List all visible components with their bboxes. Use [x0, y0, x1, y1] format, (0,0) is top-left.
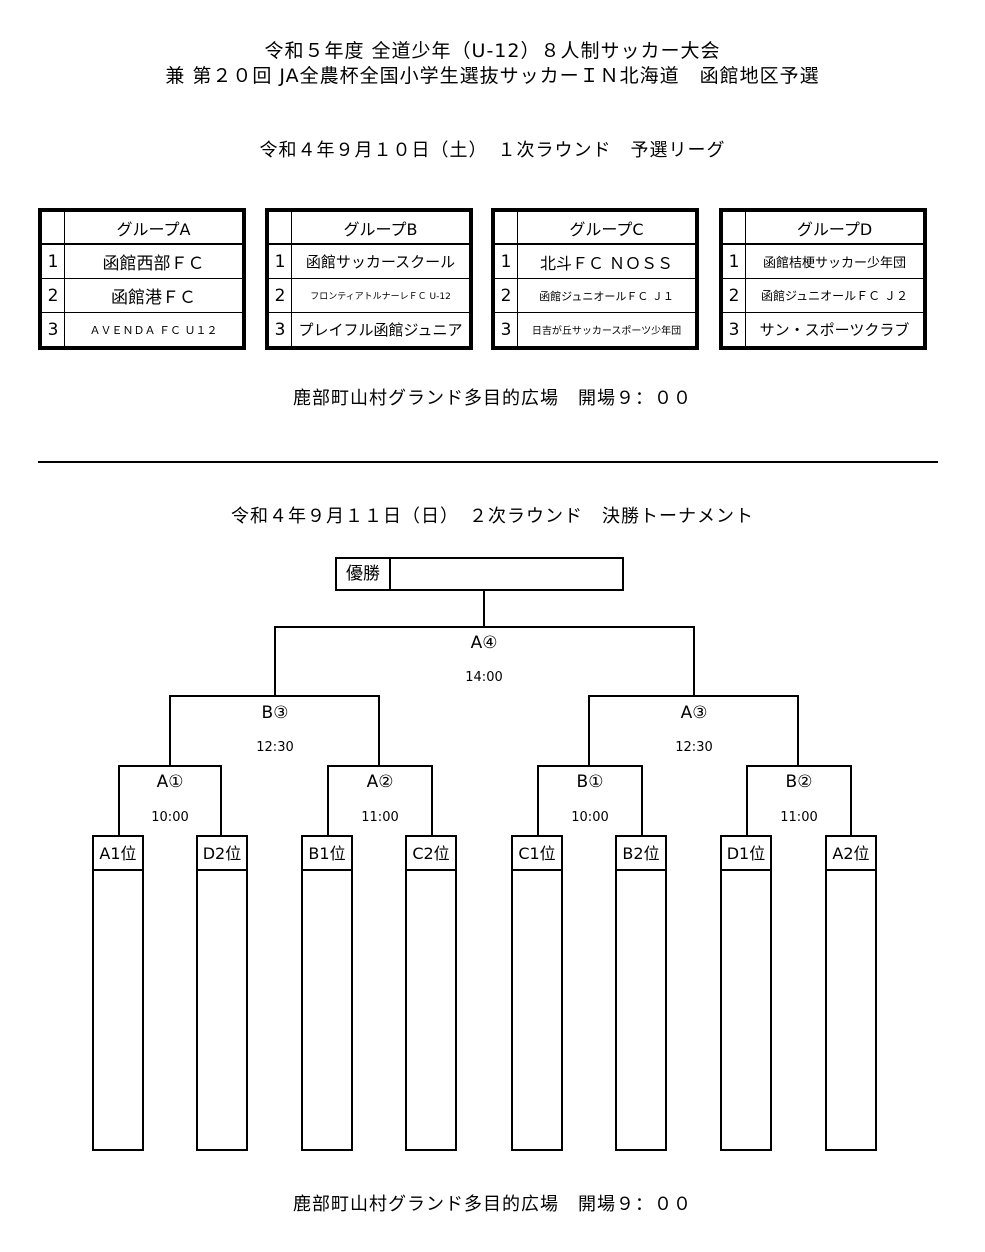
bracket-line	[537, 765, 643, 767]
round2-venue: 鹿部町山村グランド多目的広場 開場９：００	[293, 1194, 692, 1215]
bracket-line	[746, 765, 748, 837]
team-num: 2	[722, 278, 746, 313]
team-name: プレイフル函館ジュニア	[291, 312, 470, 347]
slot-label: B2位	[617, 837, 665, 871]
team-num: 1	[268, 243, 292, 279]
bracket-slot: A2位	[825, 835, 877, 1151]
bracket-line	[118, 765, 120, 837]
slot-label: D1位	[722, 837, 770, 871]
bracket-line	[220, 765, 222, 837]
group-a-name: グループA	[64, 211, 243, 245]
match-qf2-time: 11:00	[361, 810, 399, 825]
bracket-slot: D2位	[196, 835, 248, 1151]
team-name: フロンティアトルナーレＦＣ U-12	[291, 278, 470, 313]
bracket-line	[537, 765, 539, 837]
bracket-line	[746, 765, 852, 767]
slot-label: A1位	[94, 837, 142, 871]
bracket-line	[797, 695, 799, 766]
slot-label: B1位	[303, 837, 351, 871]
match-semi-left-label: B③	[261, 703, 289, 723]
bracket-line	[588, 695, 799, 697]
bracket-line	[169, 695, 380, 697]
round1-date: 令和４年９月１０日（土） １次ラウンド 予選リーグ	[259, 140, 726, 161]
match-semi-left-time: 12:30	[256, 740, 294, 755]
team-num: 1	[41, 243, 65, 279]
team-num: 2	[494, 278, 518, 313]
team-name: 函館港ＦＣ	[64, 278, 243, 313]
bracket-line	[588, 695, 590, 766]
slot-label: C1位	[513, 837, 561, 871]
match-qf2-label: A②	[366, 772, 394, 792]
bracket-line	[169, 695, 171, 766]
winner-label: 優勝	[337, 559, 391, 589]
winner-box: 優勝	[335, 557, 624, 591]
match-qf4-time: 11:00	[780, 810, 818, 825]
team-name: ＡＶＥＮＤＡ ＦＣ Ｕ１２	[64, 312, 243, 347]
match-qf4-label: B②	[785, 772, 813, 792]
bracket-slot: C1位	[511, 835, 563, 1151]
group-d-name: グループD	[745, 211, 924, 245]
title-line2: 兼 第２０回 JA全農杯全国小学生選抜サッカーＩＮ北海道 函館地区予選	[165, 65, 820, 87]
match-qf1-label: A①	[156, 772, 184, 792]
bracket-line	[693, 626, 695, 696]
round2-date: 令和４年９月１１日（日） ２次ラウンド 決勝トーナメント	[231, 506, 754, 527]
team-num: 1	[722, 243, 746, 279]
match-final-label: A④	[470, 633, 498, 653]
bracket-line	[850, 765, 852, 837]
match-final-time: 14:00	[465, 670, 503, 685]
team-name: サン・スポーツクラブ	[745, 312, 924, 347]
bracket-line	[431, 765, 433, 837]
slot-label: D2位	[198, 837, 246, 871]
bracket-slot: C2位	[405, 835, 457, 1151]
team-name: 函館ジュニオールＦＣ Ｊ２	[745, 278, 924, 313]
match-qf1-time: 10:00	[151, 810, 189, 825]
bracket-line	[274, 626, 276, 696]
slot-label: A2位	[827, 837, 875, 871]
match-qf3-label: B①	[576, 772, 604, 792]
bracket-line	[274, 626, 695, 628]
team-num: 2	[41, 278, 65, 313]
team-name: 北斗ＦＣ ＮＯＳＳ	[517, 243, 696, 279]
team-name: 函館サッカースクール	[291, 243, 470, 279]
bracket-slot: A1位	[92, 835, 144, 1151]
match-qf3-time: 10:00	[571, 810, 609, 825]
group-b-name: グループB	[291, 211, 470, 245]
slot-label: C2位	[407, 837, 455, 871]
team-num: 3	[494, 312, 518, 347]
bracket-line	[327, 765, 433, 767]
team-num: 1	[494, 243, 518, 279]
team-name: 函館桔梗サッカー少年団	[745, 243, 924, 279]
bracket-slot: B2位	[615, 835, 667, 1151]
bracket-line	[483, 591, 485, 627]
team-name: 函館西部ＦＣ	[64, 243, 243, 279]
bracket-line	[641, 765, 643, 837]
section-divider	[38, 461, 938, 463]
team-num: 3	[41, 312, 65, 347]
team-name: 日吉が丘サッカースポーツ少年団	[517, 312, 696, 347]
bracket-line	[327, 765, 329, 837]
bracket-slot: D1位	[720, 835, 772, 1151]
match-semi-right-label: A③	[680, 703, 708, 723]
team-num: 3	[268, 312, 292, 347]
title-line1: 令和５年度 全道少年（U-12）８人制サッカー大会	[264, 40, 721, 62]
team-num: 3	[722, 312, 746, 347]
bracket-line	[378, 695, 380, 766]
team-name: 函館ジュニオールＦＣ Ｊ１	[517, 278, 696, 313]
round1-venue: 鹿部町山村グランド多目的広場 開場９：００	[293, 388, 692, 409]
bracket-line	[118, 765, 222, 767]
match-semi-right-time: 12:30	[675, 740, 713, 755]
group-c-name: グループC	[517, 211, 696, 245]
bracket-slot: B1位	[301, 835, 353, 1151]
team-num: 2	[268, 278, 292, 313]
